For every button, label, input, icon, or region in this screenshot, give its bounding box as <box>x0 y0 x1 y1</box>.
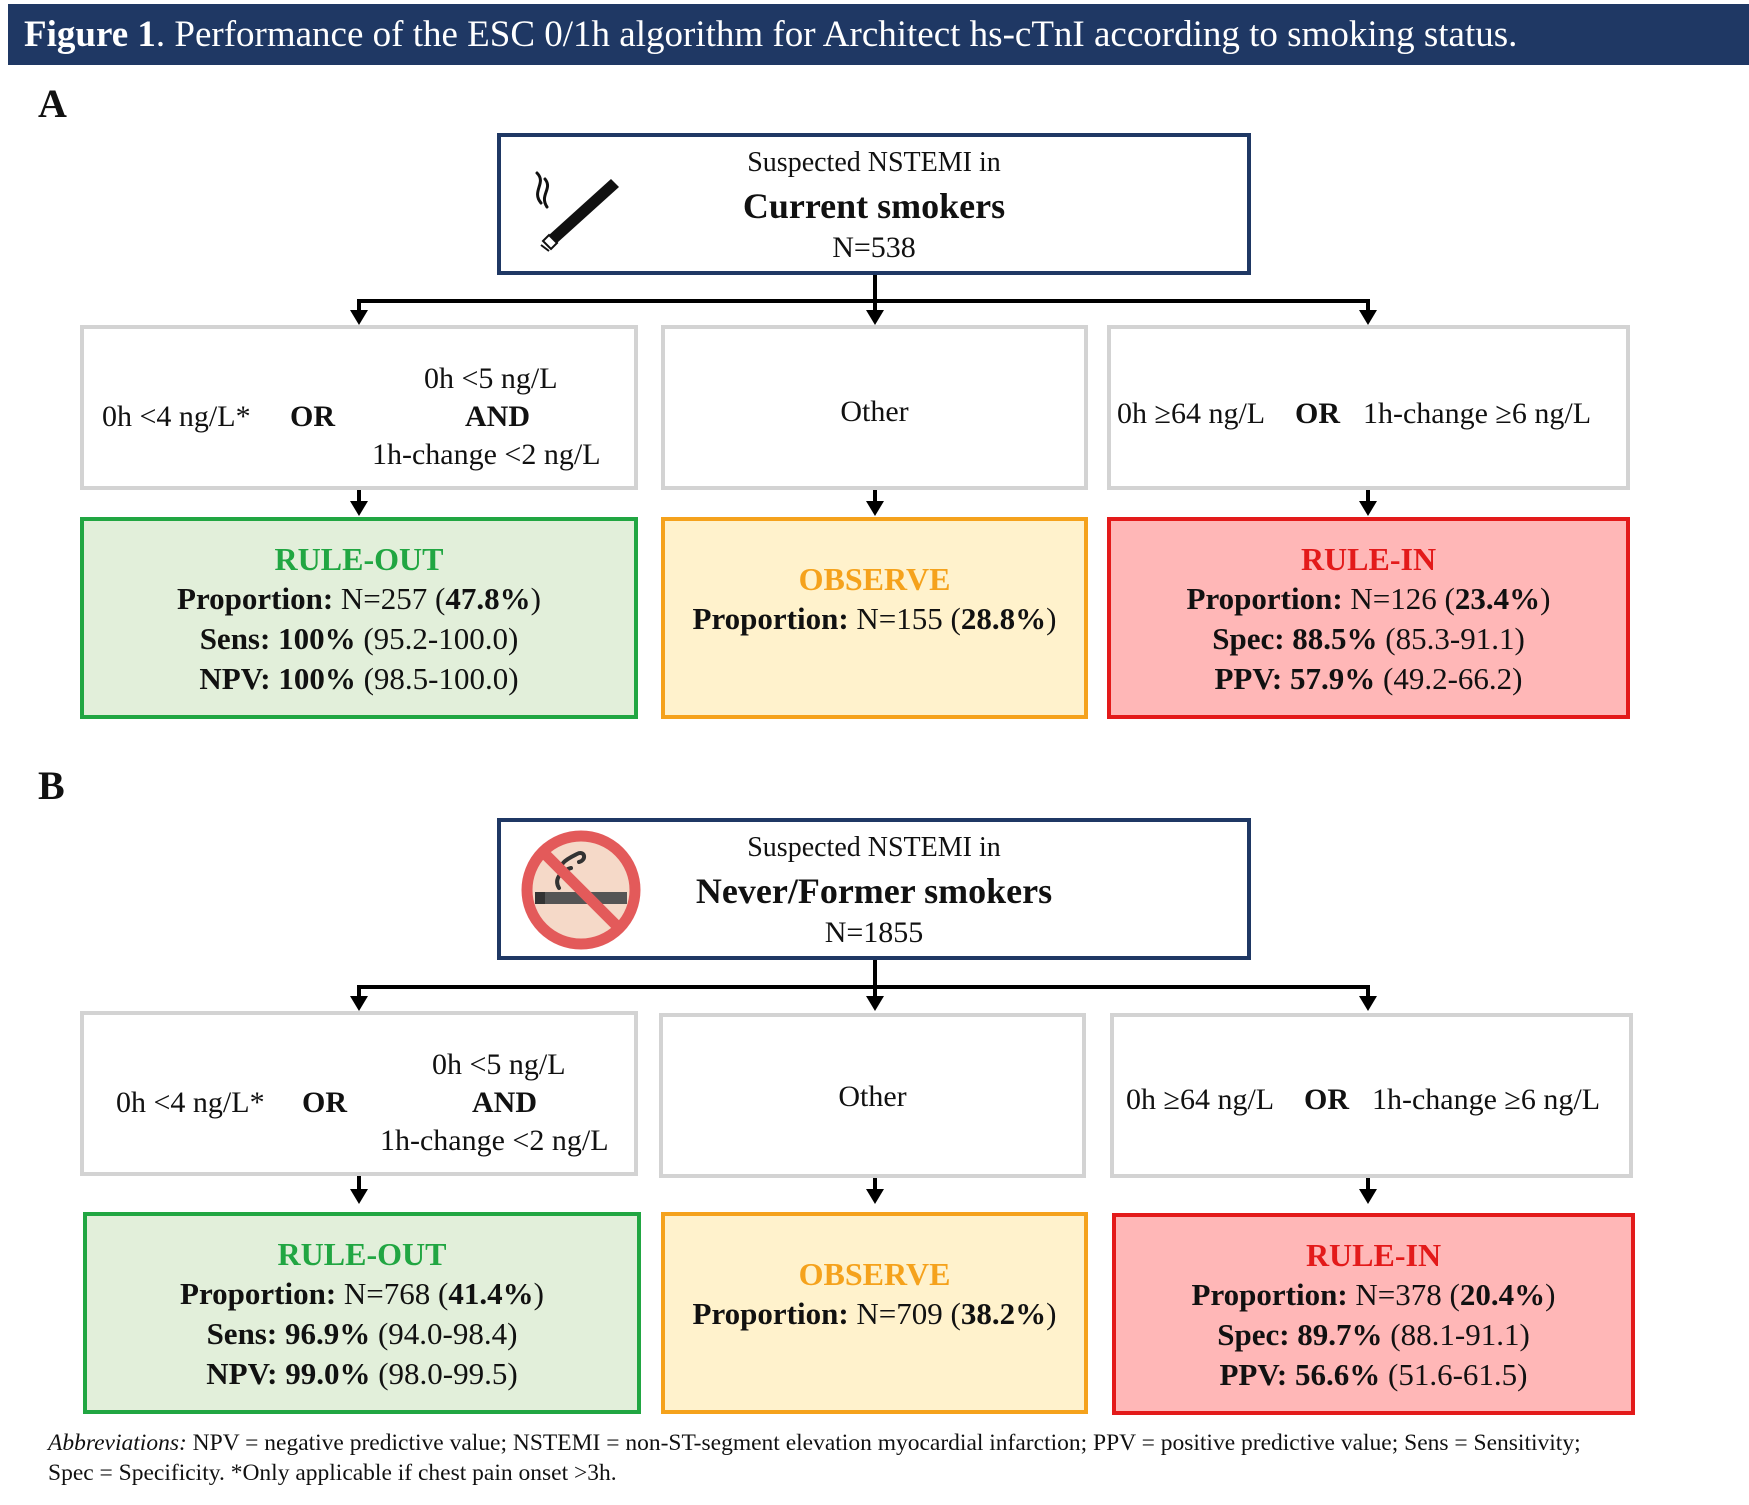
criteria-or: OR <box>1295 397 1340 430</box>
arrow-down-icon <box>350 310 368 325</box>
connector-horizontal <box>357 985 1370 989</box>
rule-out-header: RULE-OUT <box>277 1236 447 1272</box>
criteria-and: AND <box>472 1086 537 1119</box>
criteria-0h-lt5: 0h <5 ng/L <box>432 1048 566 1081</box>
connector-to-rule-in <box>1366 490 1370 502</box>
result-rule-out: RULE-OUT Proportion: N=257 (47.8%) Sens:… <box>80 517 638 719</box>
rule-in-specificity: Spec: 88.5% (85.3-91.1) <box>1212 621 1525 656</box>
population-n: N=538 <box>832 231 916 264</box>
population-name: Current smokers <box>742 186 1006 226</box>
criteria-other: Other <box>838 1080 907 1113</box>
observe-header: OBSERVE <box>798 561 951 597</box>
rule-in-ppv: PPV: 57.9% (49.2-66.2) <box>1214 661 1523 696</box>
figure-title-text: . Performance of the ESC 0/1h algorithm … <box>155 14 1518 55</box>
arrow-down-icon <box>1359 501 1377 516</box>
criteria-0h-ge64: 0h ≥64 ng/L <box>1126 1083 1275 1116</box>
rule-out-header: RULE-OUT <box>274 541 444 577</box>
rule-in-header: RULE-IN <box>1305 1237 1442 1273</box>
population-n: N=1855 <box>824 916 924 949</box>
criteria-or: OR <box>290 400 335 433</box>
criteria-0h-lt4: 0h <4 ng/L* <box>102 400 251 433</box>
criteria-observe: Other <box>661 325 1088 490</box>
arrow-down-icon <box>866 501 884 516</box>
criteria-1h-change-ge6: 1h-change ≥6 ng/L <box>1363 397 1592 430</box>
criteria-1h-change-lt2: 1h-change <2 ng/L <box>380 1124 609 1157</box>
cigarette-icon <box>535 171 619 252</box>
rule-out-npv: NPV: 100% (98.5-100.0) <box>199 661 519 696</box>
abbreviations-label: Abbreviations: <box>48 1430 187 1456</box>
observe-proportion: Proportion: N=709 (38.2%) <box>692 1296 1057 1331</box>
result-observe: OBSERVE Proportion: N=709 (38.2%) <box>661 1212 1088 1414</box>
rule-in-proportion: Proportion: N=378 (20.4%) <box>1191 1277 1556 1312</box>
rule-out-proportion: Proportion: N=768 (41.4%) <box>180 1276 544 1311</box>
connector-stem <box>873 960 877 987</box>
arrow-down-icon <box>350 501 368 516</box>
connector-to-rule-out <box>357 1176 361 1190</box>
result-rule-in: RULE-IN Proportion: N=378 (20.4%) Spec: … <box>1112 1213 1635 1415</box>
connector-stem <box>873 275 877 302</box>
connector-drop-left <box>357 299 361 311</box>
criteria-0h-lt4: 0h <4 ng/L* <box>116 1086 265 1119</box>
arrow-down-icon <box>866 1189 884 1204</box>
criteria-and: AND <box>465 400 530 433</box>
rule-out-sensitivity: Sens: 100% (95.2-100.0) <box>199 621 519 656</box>
panel-label-a: A <box>38 81 67 126</box>
no-smoking-icon <box>521 830 641 950</box>
arrow-down-icon <box>1359 996 1377 1011</box>
rule-in-specificity: Spec: 89.7% (88.1-91.1) <box>1217 1317 1530 1352</box>
connector-to-observe <box>873 1178 877 1190</box>
result-rule-out: RULE-OUT Proportion: N=768 (41.4%) Sens:… <box>83 1212 641 1414</box>
population-intro: Suspected NSTEMI in <box>747 147 1001 178</box>
criteria-0h-lt5: 0h <5 ng/L <box>424 362 558 395</box>
rule-in-proportion: Proportion: N=126 (23.4%) <box>1186 581 1551 616</box>
rule-out-proportion: Proportion: N=257 (47.8%) <box>177 581 541 616</box>
criteria-rule-out: 0h <4 ng/L* OR 0h <5 ng/L AND 1h-change … <box>80 1011 638 1176</box>
criteria-1h-change-lt2: 1h-change <2 ng/L <box>372 438 601 471</box>
panel-label-b: B <box>38 763 65 808</box>
rule-out-sensitivity: Sens: 96.9% (94.0-98.4) <box>206 1316 518 1351</box>
connector-drop-right <box>1366 299 1370 311</box>
arrow-down-icon <box>1359 310 1377 325</box>
result-rule-in: RULE-IN Proportion: N=126 (23.4%) Spec: … <box>1107 517 1630 719</box>
criteria-other: Other <box>840 395 909 428</box>
footnote-line-2: Spec = Specificity. *Only applicable if … <box>48 1460 617 1486</box>
connector-to-rule-out <box>357 490 361 502</box>
arrow-down-icon <box>1359 1189 1377 1204</box>
footnote: Abbreviations: NPV = negative predictive… <box>48 1428 1728 1488</box>
arrow-down-icon <box>866 310 884 325</box>
rule-in-ppv: PPV: 56.6% (51.6-61.5) <box>1219 1357 1528 1392</box>
criteria-rule-out: 0h <4 ng/L* OR 0h <5 ng/L AND 1h-change … <box>80 325 638 490</box>
arrow-down-icon <box>866 996 884 1011</box>
connector-drop-left <box>357 985 361 997</box>
population-name: Never/Former smokers <box>695 871 1053 911</box>
figure-title-bold: Figure 1 <box>24 14 156 55</box>
population-box-current-smokers: Suspected NSTEMI in Current smokers N=53… <box>497 133 1251 275</box>
criteria-1h-change-ge6: 1h-change ≥6 ng/L <box>1372 1083 1601 1116</box>
rule-in-header: RULE-IN <box>1300 541 1437 577</box>
criteria-or: OR <box>1304 1083 1349 1116</box>
connector-drop-middle <box>873 985 877 997</box>
criteria-rule-in: 0h ≥64 ng/L OR 1h-change ≥6 ng/L <box>1107 325 1630 490</box>
connector-to-observe <box>873 490 877 502</box>
rule-out-npv: NPV: 99.0% (98.0-99.5) <box>206 1356 518 1391</box>
observe-proportion: Proportion: N=155 (28.8%) <box>692 601 1057 636</box>
connector-drop-middle <box>873 299 877 311</box>
footnote-line-1: Abbreviations: NPV = negative predictive… <box>48 1430 1581 1456</box>
figure-title: Figure 1. Performance of the ESC 0/1h al… <box>8 4 1749 65</box>
connector-horizontal <box>357 299 1370 303</box>
observe-header: OBSERVE <box>798 1256 951 1292</box>
population-intro: Suspected NSTEMI in <box>747 832 1001 863</box>
arrow-down-icon <box>350 1189 368 1204</box>
connector-to-rule-in <box>1366 1178 1370 1190</box>
connector-drop-right <box>1366 985 1370 997</box>
criteria-or: OR <box>302 1086 347 1119</box>
criteria-observe: Other <box>659 1013 1086 1178</box>
criteria-0h-ge64: 0h ≥64 ng/L <box>1117 397 1266 430</box>
arrow-down-icon <box>350 996 368 1011</box>
population-box-never-former-smokers: Suspected NSTEMI in Never/Former smokers… <box>497 818 1251 960</box>
result-observe: OBSERVE Proportion: N=155 (28.8%) <box>661 517 1088 719</box>
criteria-rule-in: 0h ≥64 ng/L OR 1h-change ≥6 ng/L <box>1110 1013 1633 1178</box>
